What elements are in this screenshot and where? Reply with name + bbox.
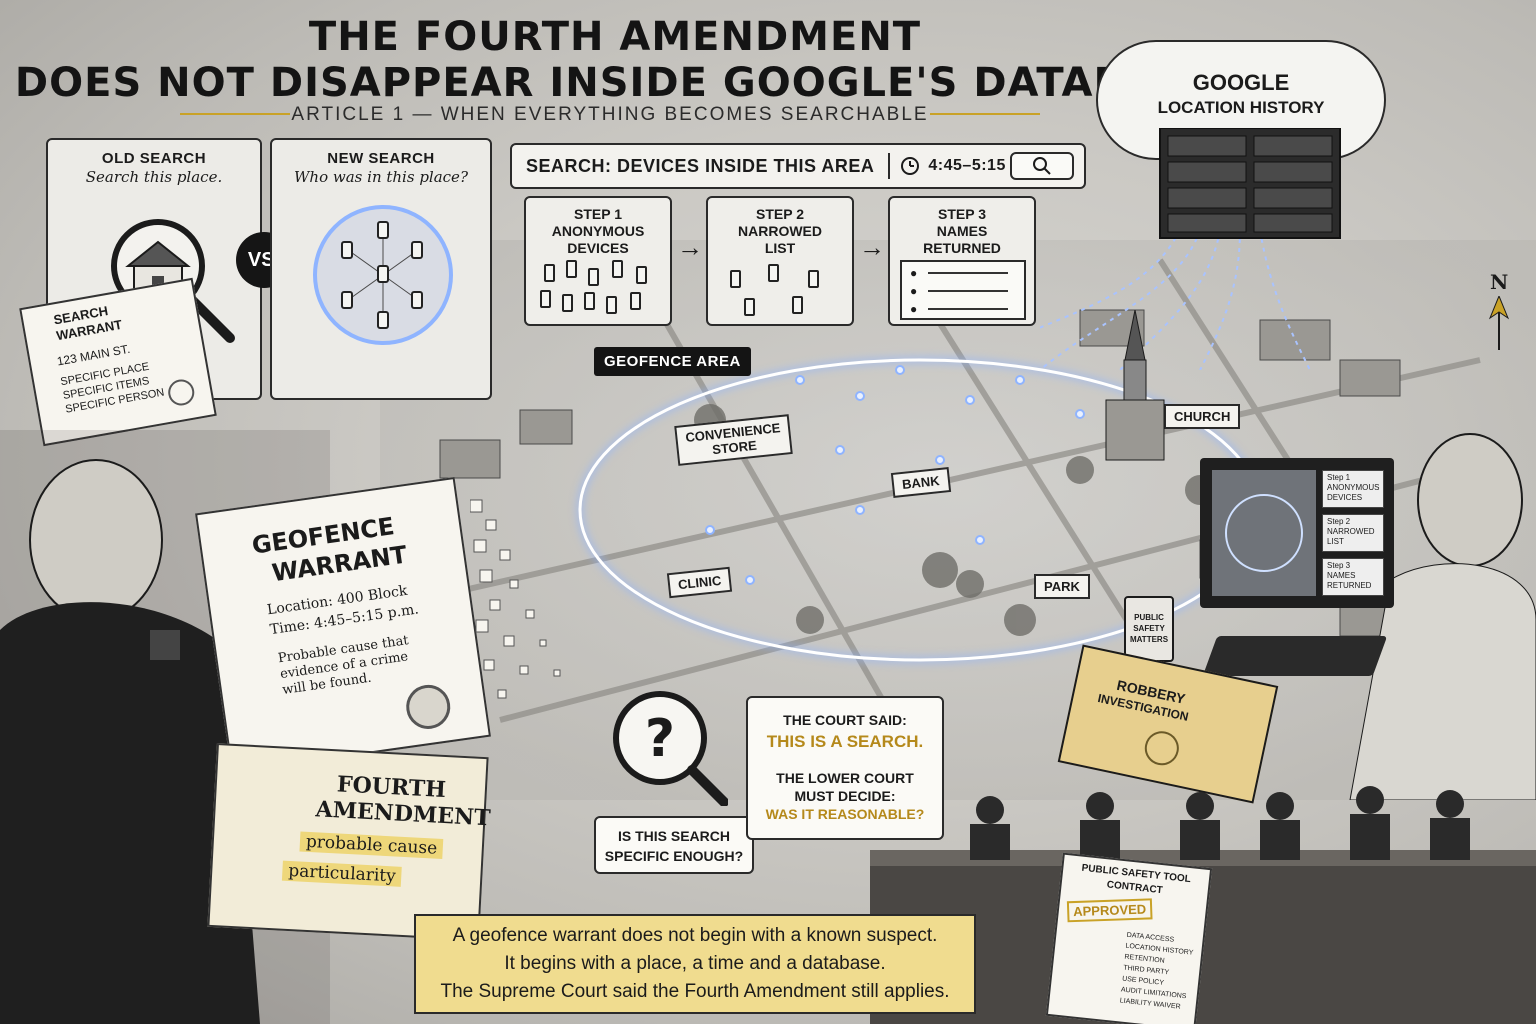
phone-icon xyxy=(744,298,755,316)
subtitle-rule-left xyxy=(180,113,290,115)
cloud-title: GOOGLE xyxy=(1192,70,1290,95)
phone-icon xyxy=(730,270,741,288)
caption-line1: A geofence warrant does not begin with a… xyxy=(452,925,938,946)
cloud-subtitle: LOCATION HISTORY xyxy=(1157,98,1325,117)
compass-arrow-icon xyxy=(1488,296,1510,350)
step-arrow-2: → xyxy=(859,232,885,262)
search-button[interactable] xyxy=(1010,152,1074,180)
phone-icon xyxy=(612,260,623,278)
person-icon: ● xyxy=(910,302,918,316)
page-subtitle: ARTICLE 1 — WHEN EVERYTHING BECOMES SEAR… xyxy=(291,104,929,125)
phone-icon xyxy=(544,264,555,282)
phone-icon xyxy=(606,296,617,314)
device-network-icon xyxy=(313,205,453,345)
svg-text:?: ? xyxy=(645,709,675,769)
geofence-area-label: GEOFENCE AREA xyxy=(594,347,751,376)
phone-icon xyxy=(562,294,573,312)
server-rack-icon xyxy=(1159,128,1341,239)
phone-icon xyxy=(792,296,803,314)
compass-north: N xyxy=(1490,270,1509,294)
keyboard xyxy=(1202,636,1388,676)
step-arrow-1: → xyxy=(677,232,703,262)
book-highlight-particularity: particularity xyxy=(281,860,403,887)
person-icon: ● xyxy=(910,284,918,298)
names-list: ● ● ● xyxy=(900,260,1026,320)
new-search-panel: NEW SEARCH Who was in this place? xyxy=(270,138,492,400)
page-title-line2: DOES NOT DISAPPEAR INSIDE GOOGLE'S DATAB… xyxy=(14,60,1216,106)
clock-icon xyxy=(901,157,920,175)
magnifier-icon xyxy=(1033,157,1051,175)
phone-icon xyxy=(588,268,599,286)
search-bar-divider xyxy=(888,153,891,179)
search-bar[interactable]: SEARCH: DEVICES INSIDE THIS AREA 4:45–5:… xyxy=(510,143,1086,189)
phone-icon xyxy=(566,260,577,278)
seal-icon xyxy=(166,377,197,408)
court-said-box: THE COURT SAID: THIS IS A SEARCH. THE LO… xyxy=(746,696,944,840)
approved-stamp: APPROVED xyxy=(1066,898,1153,923)
church-icon xyxy=(1105,310,1165,461)
name-line xyxy=(928,272,1008,274)
subtitle-rule-right xyxy=(930,113,1040,115)
phone-icon xyxy=(540,290,551,308)
phone-icon xyxy=(630,292,641,310)
question-magnifier-icon: ? xyxy=(613,691,728,806)
search-bar-label: SEARCH: DEVICES INSIDE THIS AREA xyxy=(526,155,875,176)
seal-icon xyxy=(403,682,454,732)
name-line xyxy=(928,308,1008,310)
old-search-title: OLD SEARCH xyxy=(101,150,207,167)
badge-icon xyxy=(1141,728,1182,769)
data-streams xyxy=(1040,230,1311,370)
bottom-caption-banner: A geofence warrant does not begin with a… xyxy=(414,914,976,1014)
fourth-amendment-book: FOURTH AMENDMENT probable cause particul… xyxy=(207,743,492,941)
book-title-line2: AMENDMENT xyxy=(314,796,492,832)
phone-icon xyxy=(808,270,819,288)
park-sign: PARK xyxy=(1034,574,1090,599)
search-warrant-address: 123 MAIN ST. xyxy=(55,341,132,369)
new-search-title: NEW SEARCH xyxy=(327,150,435,167)
monitor-map xyxy=(1212,470,1316,596)
book-highlight-probable-cause: probable cause xyxy=(299,831,444,859)
new-search-subtitle: Who was in this place? xyxy=(294,168,468,186)
old-search-subtitle: Search this place. xyxy=(85,168,223,186)
caption-line2: It begins with a place, a time and a dat… xyxy=(504,953,886,974)
church-sign: CHURCH xyxy=(1164,404,1241,429)
pixel-dissolve-graphic xyxy=(470,499,561,699)
geofence-warrant-doc: GEOFENCE WARRANT Location: 400 Block Tim… xyxy=(195,477,491,773)
caption-line3: The Supreme Court said the Fourth Amendm… xyxy=(440,981,950,1002)
investigator-figure xyxy=(1349,433,1536,800)
phone-icon xyxy=(636,266,647,284)
phone-icon xyxy=(584,292,595,310)
name-line xyxy=(928,290,1008,292)
page-title-line1: THE FOURTH AMENDMENT xyxy=(308,14,922,60)
person-icon: ● xyxy=(910,266,918,280)
public-safety-contract: PUBLIC SAFETY TOOL CONTRACT APPROVED DAT… xyxy=(1045,852,1213,1024)
phone-icon xyxy=(768,264,779,282)
